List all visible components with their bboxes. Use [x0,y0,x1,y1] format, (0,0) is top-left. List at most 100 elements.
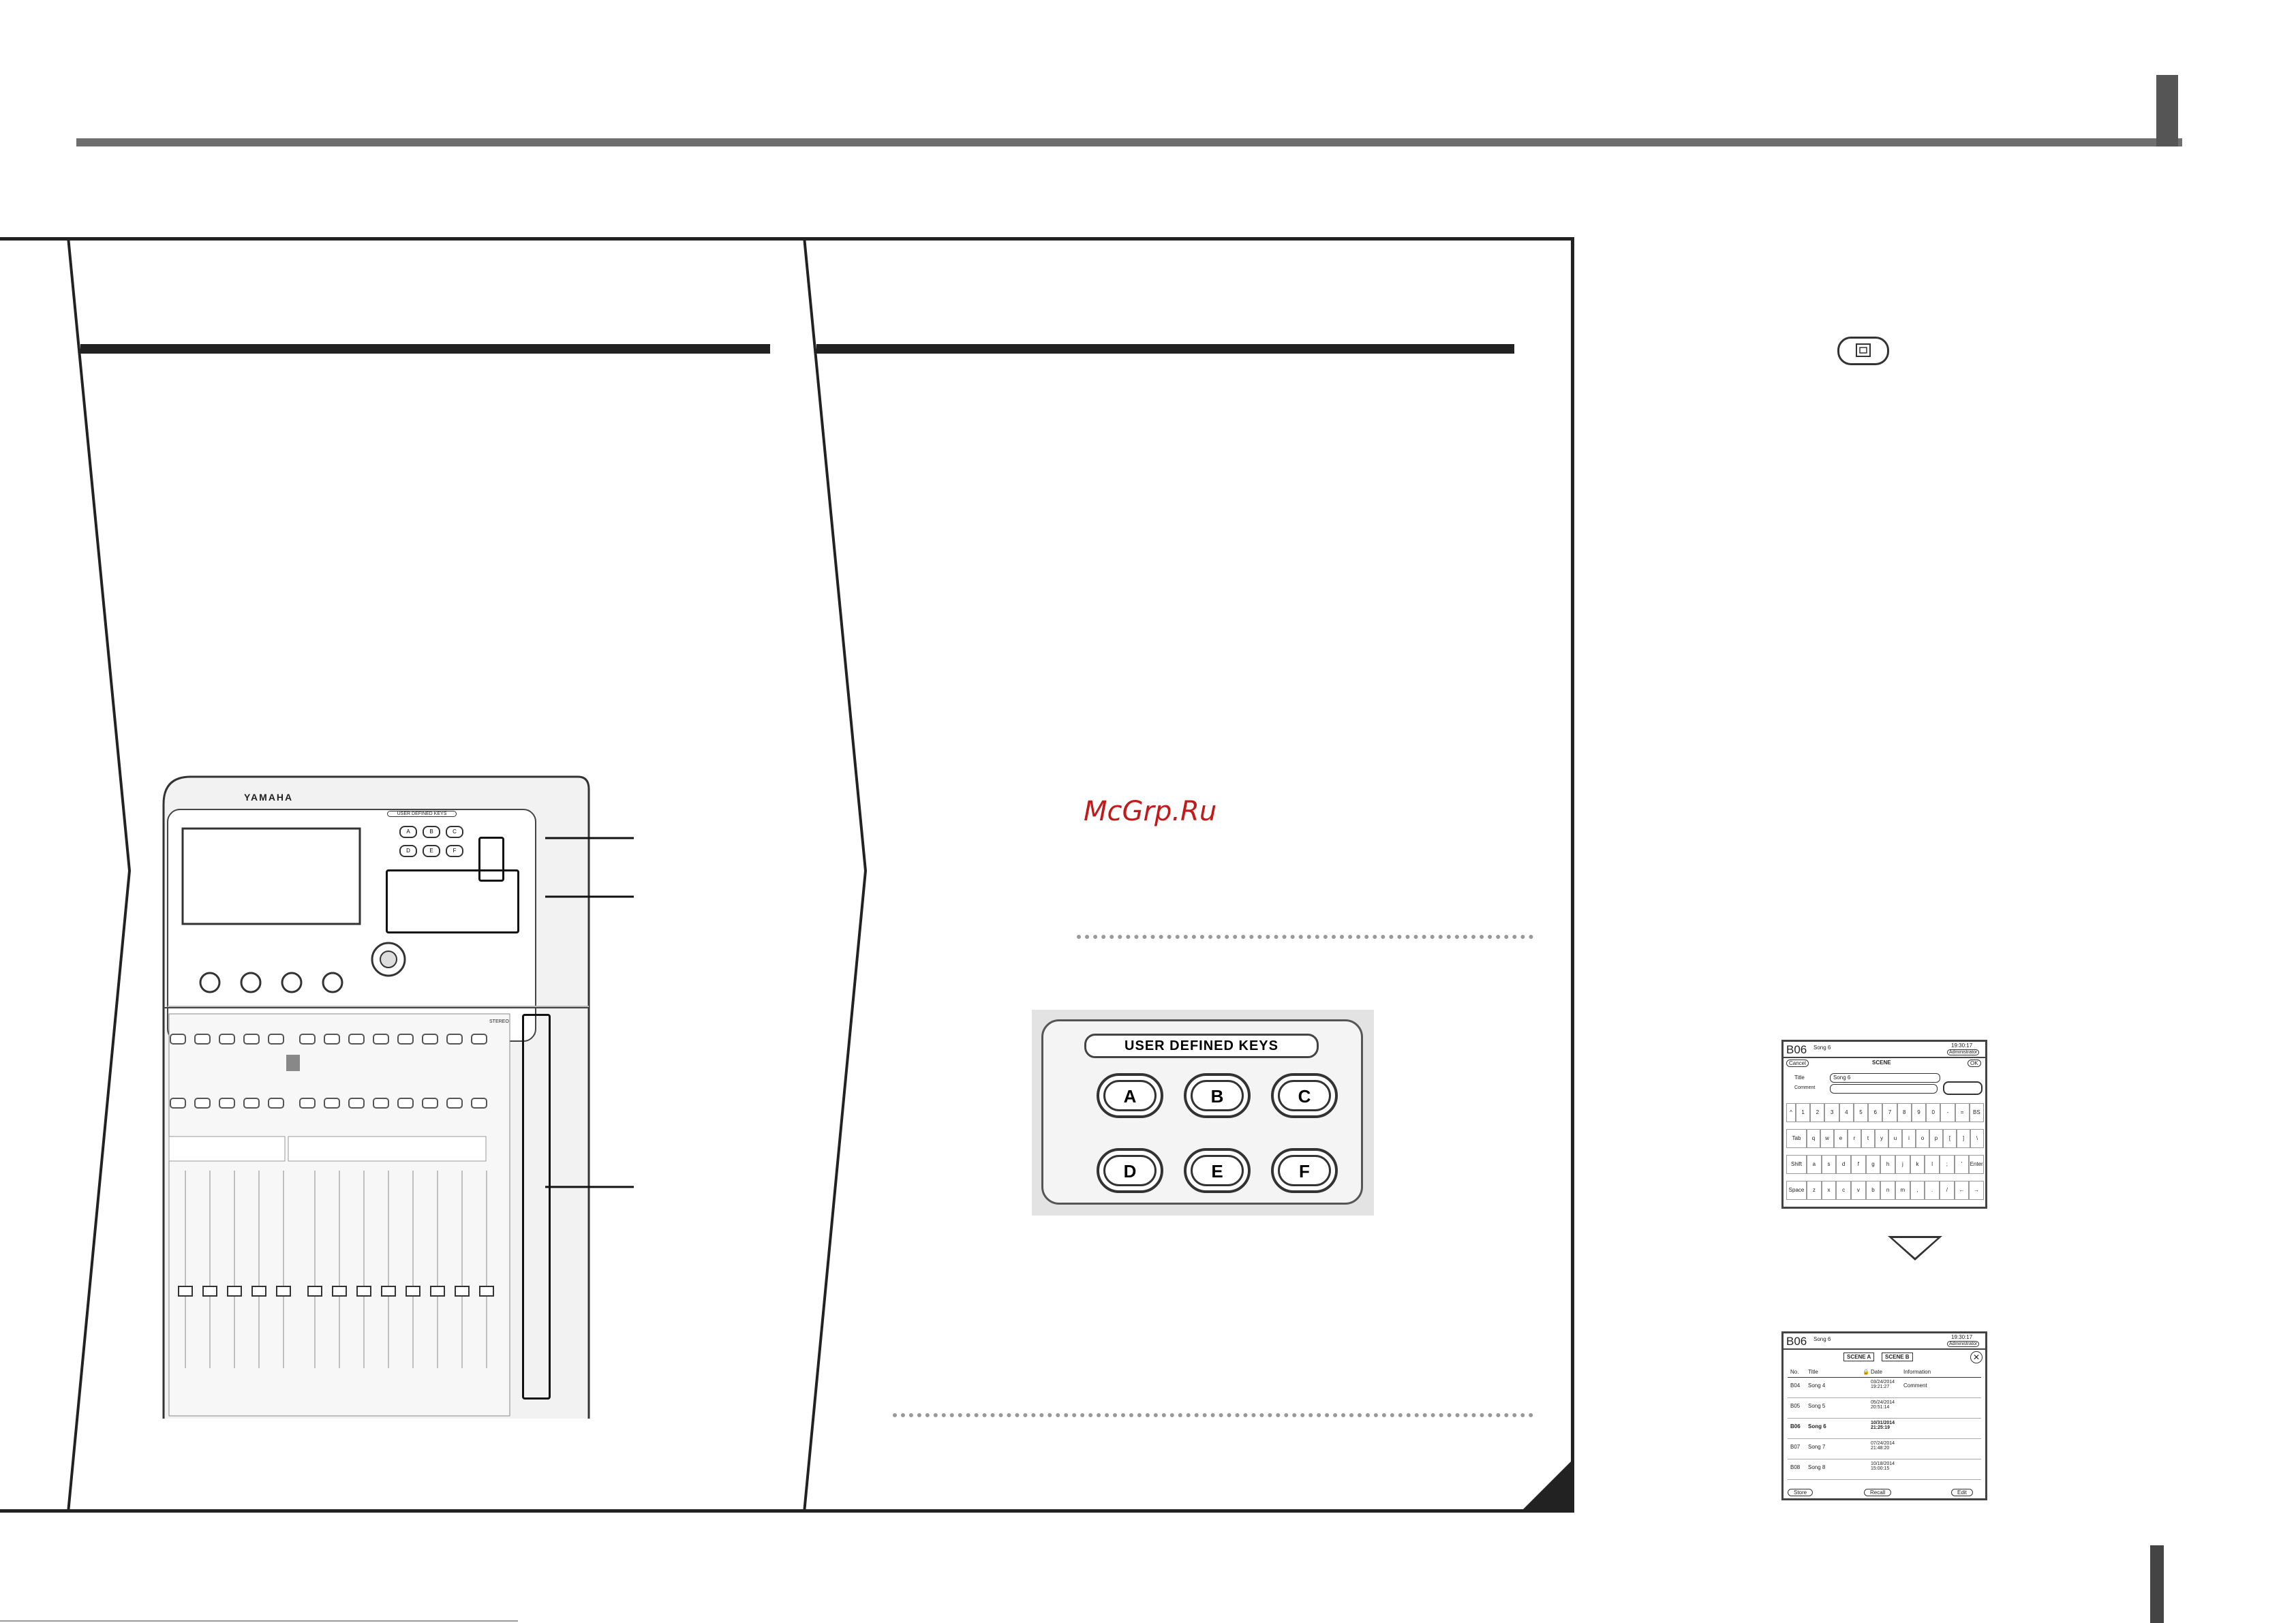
keyboard-key[interactable]: ; [1940,1155,1955,1174]
keyboard-key[interactable]: / [1940,1181,1955,1200]
keyboard-key[interactable]: y [1875,1129,1888,1148]
callout-lines [545,837,634,1188]
keyboard-key[interactable]: Tab [1786,1129,1807,1148]
keyboard-key[interactable]: 9 [1911,1103,1927,1122]
keyboard-key[interactable]: 6 [1868,1103,1883,1122]
col-title: Title [1808,1369,1818,1375]
keyboard-key[interactable]: g [1865,1155,1881,1174]
keyboard-key[interactable]: 3 [1824,1103,1839,1122]
keyboard-key[interactable]: n [1880,1181,1895,1200]
scene-list-screen: B06 Song 6 19:30:17 Administrator SCENE … [1781,1331,1987,1500]
keyboard-key[interactable]: v [1851,1181,1866,1200]
keyboard-key[interactable]: j [1895,1155,1910,1174]
keyboard-key[interactable]: k [1910,1155,1925,1174]
keyboard-key[interactable]: s [1821,1155,1837,1174]
keyboard-key[interactable]: e [1834,1129,1848,1148]
mixer-key-d: D [399,845,417,857]
close-icon[interactable]: ✕ [1970,1351,1983,1363]
keyboard-key[interactable]: a [1807,1155,1822,1174]
keyboard-key[interactable]: → [1969,1181,1984,1200]
scene-table-header: No. Title 🔒 Date Information [1788,1369,1981,1378]
keyboard-key[interactable]: ] [1957,1129,1970,1148]
scene-date: 07/24/2014 21:48:20 [1871,1441,1895,1451]
keyboard-key[interactable]: u [1888,1129,1902,1148]
keyboard-key[interactable]: x [1821,1181,1837,1200]
udk-key-d[interactable]: D [1097,1148,1163,1193]
keyboard-key[interactable]: c [1836,1181,1851,1200]
comment-input[interactable] [1830,1084,1938,1094]
keyboard-key[interactable]: r [1848,1129,1861,1148]
udk-panel-inner: USER DEFINED KEYS A B C D E F [1041,1019,1363,1205]
keyboard-key[interactable]: , [1910,1181,1925,1200]
keyboard-key[interactable]: q [1807,1129,1820,1148]
keyboard-key[interactable]: 4 [1839,1103,1854,1122]
keyboard-key[interactable]: ^ [1786,1103,1796,1122]
keyboard-key[interactable]: BS [1969,1103,1984,1122]
screen-header: B06 Song 6 19:30:17 Administrator [1784,1333,1985,1350]
store-button[interactable]: Store [1788,1489,1813,1496]
ok-button[interactable]: OK [1968,1060,1981,1067]
scene-number: B06 [1786,1043,1807,1056]
udk-key-c-label: C [1278,1080,1331,1111]
keyboard-key[interactable]: . [1925,1181,1940,1200]
keyboard-key[interactable]: 5 [1853,1103,1869,1122]
keyboard-key[interactable]: 2 [1810,1103,1825,1122]
scene-title-cell: Song 4 [1808,1382,1826,1389]
scene-no: B06 [1790,1423,1801,1429]
recall-button[interactable]: Recall [1864,1489,1892,1496]
page-corner-fold [1523,1462,1571,1509]
udk-key-c[interactable]: C [1271,1073,1338,1118]
keyboard-key[interactable]: \ [1970,1129,1984,1148]
udk-key-f[interactable]: F [1271,1148,1338,1193]
keyboard-key[interactable]: = [1955,1103,1970,1122]
udk-key-a[interactable]: A [1097,1073,1163,1118]
flow-arrow [1888,1236,1942,1261]
mixer-console-illustration: YAMAHA USER DEFINED KEYS A B C D E F [162,775,592,1419]
keyboard-key[interactable]: f [1851,1155,1866,1174]
scene-title-cell: Song 6 [1808,1423,1826,1429]
keyboard-key[interactable]: Shift [1786,1155,1807,1174]
udk-key-b[interactable]: B [1184,1073,1251,1118]
scene-title-cell: Song 8 [1808,1464,1826,1470]
udk-key-e[interactable]: E [1184,1148,1251,1193]
keyboard-key[interactable]: i [1902,1129,1916,1148]
keyboard-key[interactable]: 1 [1796,1103,1811,1122]
keyboard-key[interactable]: ← [1954,1181,1970,1200]
tab-scene-b[interactable]: SCENE B [1882,1352,1913,1361]
udk-key-d-label: D [1103,1155,1157,1186]
scene-date: 10/18/2014 15:00:15 [1871,1462,1895,1471]
edit-button[interactable]: Edit [1951,1489,1973,1496]
toggle-switch[interactable] [1943,1081,1983,1095]
keyboard-key[interactable]: m [1895,1181,1910,1200]
keyboard-key[interactable]: 8 [1897,1103,1912,1122]
keyboard-key[interactable]: h [1880,1155,1895,1174]
keyboard-key[interactable]: [ [1943,1129,1957,1148]
mixer-key-c: C [446,826,463,838]
keyboard-key[interactable]: l [1925,1155,1940,1174]
keyboard-key[interactable]: t [1861,1129,1875,1148]
scene-title-cell: Song 5 [1808,1403,1826,1409]
keyboard-key[interactable]: d [1836,1155,1851,1174]
keyboard-key[interactable]: o [1916,1129,1929,1148]
keyboard-key[interactable]: w [1820,1129,1834,1148]
title-input[interactable]: Song 6 [1830,1073,1940,1083]
udk-key-a-label: A [1103,1080,1157,1111]
keyboard-key[interactable]: Space [1786,1181,1807,1200]
keyboard-key[interactable]: 7 [1882,1103,1897,1122]
keyboard-key[interactable]: b [1865,1181,1881,1200]
keyboard-key[interactable]: ' [1954,1155,1970,1174]
scene-no: B05 [1790,1403,1801,1409]
tab-scene-a[interactable]: SCENE A [1843,1352,1875,1361]
keyboard-key[interactable]: - [1940,1103,1955,1122]
keyboard-key[interactable]: Enter [1969,1155,1984,1174]
keyboard-key[interactable]: 0 [1926,1103,1941,1122]
scene-no: B07 [1790,1444,1801,1450]
keyboard-key[interactable]: z [1807,1181,1822,1200]
cancel-button[interactable]: Cancel [1786,1060,1809,1067]
keyboard-key[interactable]: p [1929,1129,1943,1148]
